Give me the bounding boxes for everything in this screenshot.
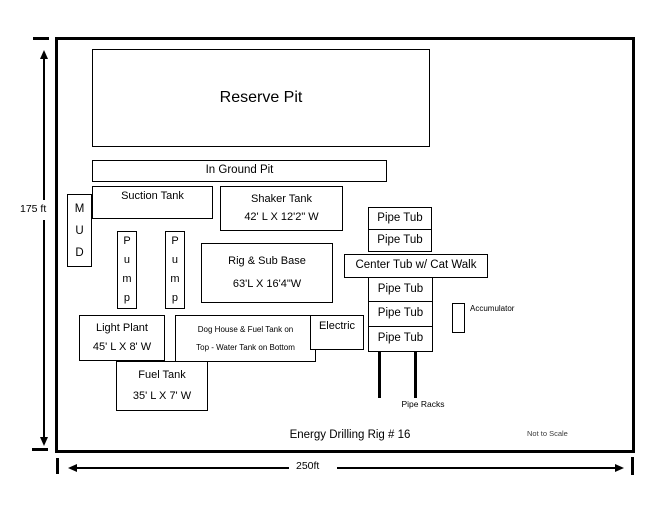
pipe-tub-label: Pipe Tub <box>377 307 424 320</box>
dog-house-box: Dog House & Fuel Tank on Top - Water Tan… <box>175 315 316 362</box>
light-plant-label: Light Plant <box>96 321 148 334</box>
diagram-title: Energy Drilling Rig # 16 <box>289 429 411 441</box>
in-ground-pit-box: In Ground Pit <box>92 160 387 182</box>
pipe-tub-box-5: Pipe Tub <box>368 326 433 352</box>
width-dimension-label: 250ft <box>296 460 320 472</box>
height-dimension-label: 175 ft <box>20 203 47 215</box>
accumulator-label: Accumulator <box>470 304 515 313</box>
height-dimension-tick-top <box>33 37 49 40</box>
center-tub-label: Center Tub w/ Cat Walk <box>355 259 477 272</box>
reserve-pit-box: Reserve Pit <box>92 49 430 147</box>
pipe-tub-box-2: Pipe Tub <box>368 229 432 252</box>
width-dimension-arrow-left <box>68 464 77 472</box>
pipe-rack-line-2 <box>414 352 417 398</box>
electric-box: Electric <box>310 315 364 350</box>
pipe-tub-label: Pipe Tub <box>377 332 424 345</box>
width-dimension-line-left <box>76 467 289 469</box>
center-tub-box: Center Tub w/ Cat Walk <box>344 254 488 278</box>
light-plant-size: 45' L X 8' W <box>92 340 152 353</box>
accumulator-box <box>452 303 465 333</box>
height-dimension-arrow-up <box>40 50 48 59</box>
suction-tank-label: Suction Tank <box>121 190 184 203</box>
shaker-tank-label: Shaker Tank <box>251 192 312 205</box>
fuel-tank-label: Fuel Tank <box>138 369 186 382</box>
scale-note: Not to Scale <box>527 429 568 438</box>
fuel-tank-box: Fuel Tank 35' L X 7' W <box>116 361 208 411</box>
pump-box-1: P u m p <box>117 231 137 309</box>
height-dimension-tick-bottom <box>32 448 48 451</box>
width-dimension-tick-right <box>631 457 634 475</box>
dog-house-line1: Dog House & Fuel Tank on <box>197 324 294 334</box>
rig-sub-base-box: Rig & Sub Base 63'L X 16'4"W <box>201 243 333 303</box>
pipe-tub-label: Pipe Tub <box>377 211 423 224</box>
height-dimension-arrow-down <box>40 437 48 446</box>
pipe-rack-line-1 <box>378 352 381 398</box>
site-boundary-box <box>55 37 635 453</box>
in-ground-pit-label: In Ground Pit <box>205 164 274 177</box>
dog-house-line2: Top - Water Tank on Bottom <box>196 342 295 352</box>
pipe-racks-label: Pipe Racks <box>401 399 445 409</box>
width-dimension-arrow-right <box>615 464 624 472</box>
reserve-pit-label: Reserve Pit <box>219 89 303 107</box>
suction-tank-box: Suction Tank <box>92 186 213 219</box>
pipe-tub-label: Pipe Tub <box>377 233 423 246</box>
shaker-tank-box: Shaker Tank 42' L X 12'2" W <box>220 186 343 231</box>
rig-sub-base-label: Rig & Sub Base <box>228 254 306 267</box>
mud-box: M U D <box>67 194 92 267</box>
width-dimension-tick-left <box>56 458 59 474</box>
pipe-tub-box-1: Pipe Tub <box>368 207 432 230</box>
light-plant-box: Light Plant 45' L X 8' W <box>79 315 165 361</box>
width-dimension-line-right <box>337 467 616 469</box>
pump-box-2: P u m p <box>165 231 185 309</box>
fuel-tank-size: 35' L X 7' W <box>132 389 192 402</box>
pipe-tub-label: Pipe Tub <box>377 282 424 295</box>
rig-sub-base-size: 63'L X 16'4"W <box>232 278 302 291</box>
electric-label: Electric <box>318 319 356 332</box>
shaker-tank-size: 42' L X 12'2" W <box>244 211 319 224</box>
height-dimension-line-lower <box>43 220 45 437</box>
pipe-tub-box-3: Pipe Tub <box>368 277 433 302</box>
pipe-tub-box-4: Pipe Tub <box>368 301 433 327</box>
height-dimension-line-upper <box>43 58 45 200</box>
